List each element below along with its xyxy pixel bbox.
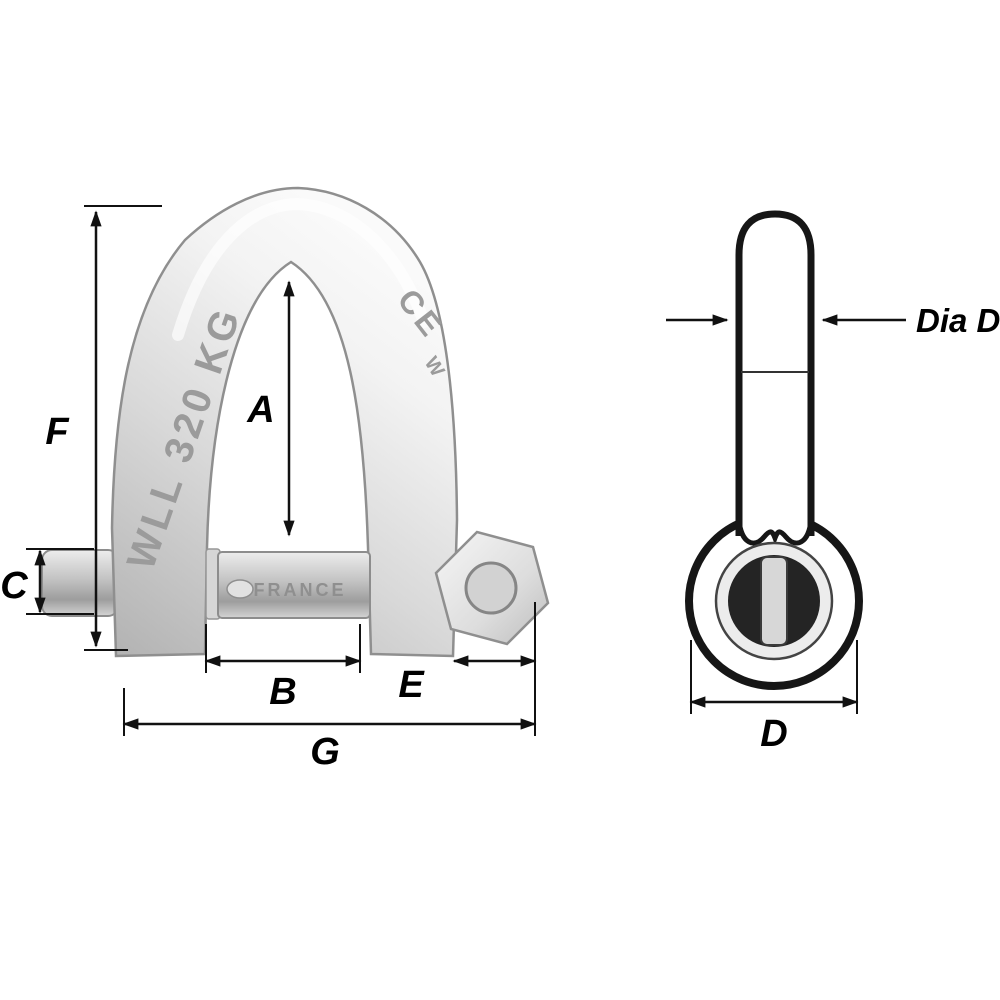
bow-highlight	[172, 197, 430, 341]
pin-barrel	[217, 551, 371, 619]
dim-label-a: A	[246, 389, 274, 431]
dia-d-label: Dia D	[916, 302, 1000, 339]
shaft-outline	[735, 210, 815, 536]
dim-label-g: G	[310, 731, 340, 773]
pin-head-hole	[464, 561, 518, 615]
dim-label-b: B	[269, 671, 296, 713]
dim-label-f: F	[45, 411, 70, 453]
engraving-france: FRANCE	[254, 580, 347, 600]
eye-crown	[736, 519, 814, 546]
dim-label-c: C	[0, 565, 28, 607]
dim-label-e: E	[398, 664, 425, 706]
pin-left-tip	[41, 549, 119, 617]
dimension-annotations-side	[666, 314, 906, 714]
brand-logo-oval	[226, 579, 254, 599]
eye-pin-slot	[760, 556, 788, 646]
dimension-annotations-front	[26, 205, 537, 736]
dim-label-d: D	[760, 713, 787, 755]
shackle-side-view	[685, 210, 863, 690]
shackle-front-view: WLL 320 KG CE W FRANCE	[41, 186, 550, 658]
shackle-bow	[110, 186, 459, 658]
shaft-fill	[739, 214, 811, 536]
